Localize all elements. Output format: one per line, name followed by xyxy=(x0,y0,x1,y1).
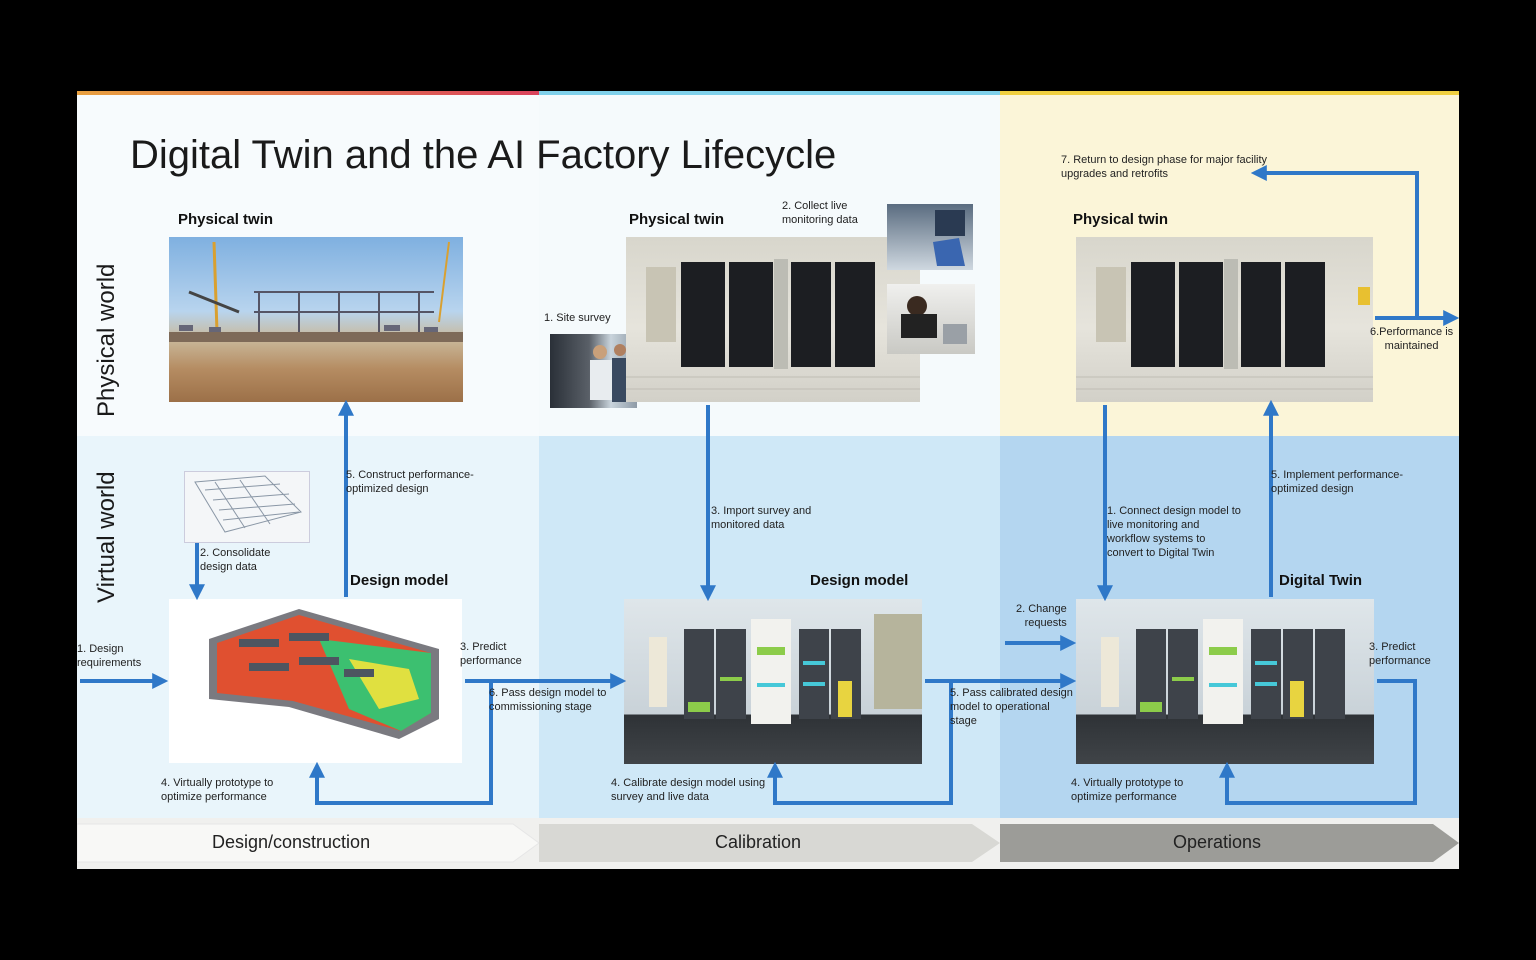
physical-twin-title-design: Physical twin xyxy=(178,211,274,228)
stage-calibration-label: Calibration xyxy=(715,832,802,852)
physical-twin-title-operations: Physical twin xyxy=(1073,211,1169,228)
return-label: 7. Return to design phase for major faci… xyxy=(1061,154,1268,180)
cad-design-data-image xyxy=(184,471,310,543)
digital-twin-title: Digital Twin xyxy=(1279,572,1363,589)
maintained-label: 6.Performance is maintained xyxy=(1370,326,1454,352)
connect-label: 1. Connect design model to live monitori… xyxy=(1107,505,1241,559)
digital-twin-render xyxy=(1076,599,1374,764)
predict-label-operations: 3. Predict performance xyxy=(1369,641,1431,667)
stage-arrows xyxy=(77,823,1459,863)
stage-operations-label: Operations xyxy=(1173,832,1262,852)
design-model-title-calibration: Design model xyxy=(810,572,909,589)
stage-design-label: Design/construction xyxy=(212,832,371,852)
predict-label-design: 3. Predict performance xyxy=(460,641,522,667)
design-model-render-calibration xyxy=(624,599,922,764)
construction-site-image xyxy=(169,237,463,402)
design-model-title-design: Design model xyxy=(350,572,449,589)
implement-label: 5. Implement performance- optimized desi… xyxy=(1271,469,1404,495)
prototype-label-design: 4. Virtually prototype to optimize perfo… xyxy=(161,777,274,803)
consolidate-label: 2. Consolidate design data xyxy=(200,547,271,573)
data-center-photo-operations xyxy=(1076,237,1373,402)
import-label: 3. Import survey and monitored data xyxy=(711,505,812,531)
data-center-photo-calibration xyxy=(626,237,920,402)
technician-photo xyxy=(887,284,975,354)
calibrate-label: 4. Calibrate design model using survey a… xyxy=(611,777,766,803)
design-requirements-label: 1. Design requirements xyxy=(77,643,142,669)
change-requests-label: 2. Change requests xyxy=(1016,603,1067,629)
top-stripe-red xyxy=(77,91,539,95)
construct-label: 5. Construct performance- optimized desi… xyxy=(346,469,474,495)
pass-calibrated-label: 5. Pass calibrated design model to opera… xyxy=(950,687,1073,727)
monitoring-device-photo xyxy=(887,204,973,270)
flow-arrows xyxy=(80,165,1459,805)
thermal-design-model-image xyxy=(169,599,462,763)
top-stripe-blue xyxy=(539,91,1000,95)
physical-twin-title-calibration: Physical twin xyxy=(629,211,725,228)
site-survey-photo xyxy=(550,334,637,408)
collect-label: 2. Collect live monitoring data xyxy=(782,200,858,226)
page-title: Digital Twin and the AI Factory Lifecycl… xyxy=(130,133,837,177)
pass-design-label: 6. Pass design model to commissioning st… xyxy=(489,687,607,713)
site-survey-label: 1. Site survey xyxy=(544,312,611,324)
top-stripe-yellow xyxy=(1000,91,1459,95)
slide: Design/construction Calibration Operatio… xyxy=(77,91,1459,869)
prototype-label-operations: 4. Virtually prototype to optimize perfo… xyxy=(1071,777,1184,803)
